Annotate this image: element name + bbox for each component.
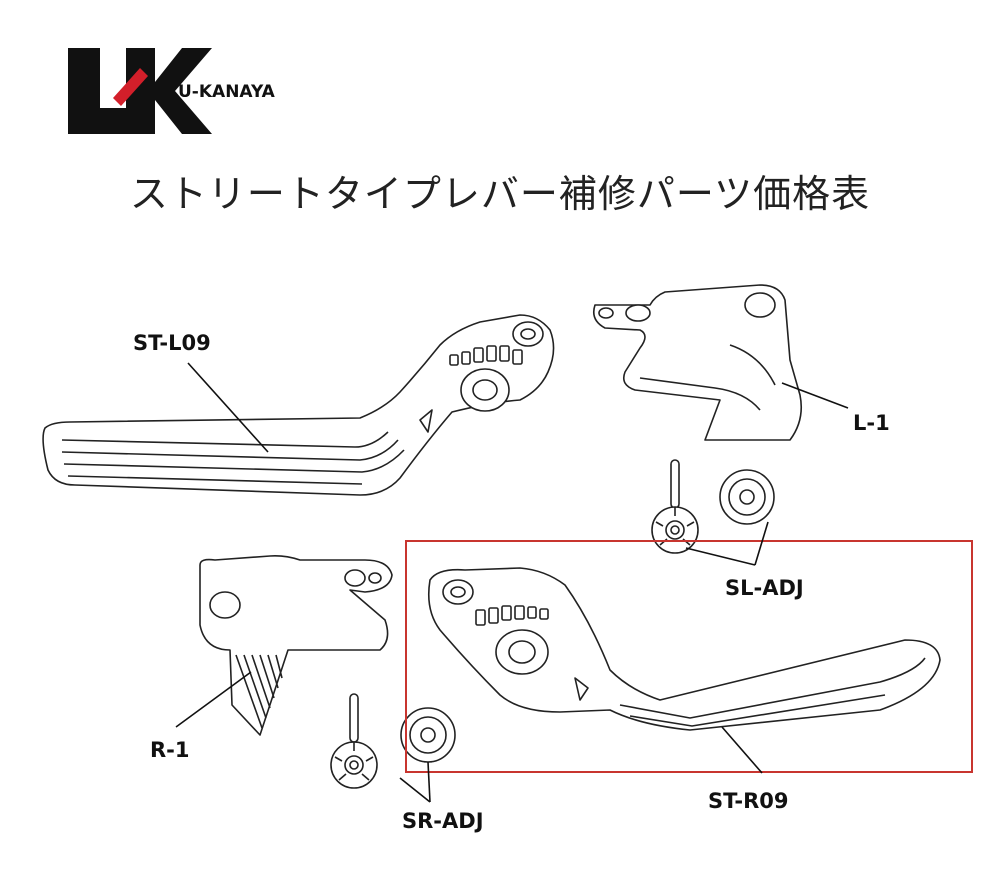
page-title: ストリートタイプレバー補修パーツ価格表 [129, 172, 871, 216]
label-l-1: L-1 [853, 411, 890, 435]
brand-name: U-KANAYA [178, 82, 276, 102]
part-sr-adj-drawing [330, 693, 456, 789]
label-st-r09: ST-R09 [708, 789, 788, 813]
part-st-l09-drawing [42, 314, 555, 496]
part-r-1-drawing [199, 555, 393, 736]
label-r-1: R-1 [150, 738, 190, 762]
label-st-l09: ST-L09 [133, 331, 211, 355]
highlight-box [405, 540, 973, 773]
part-sl-adj-drawing [651, 459, 775, 554]
leader-lines [175, 362, 849, 803]
brand-logo: U-KANAYA [68, 48, 276, 134]
label-sr-adj: SR-ADJ [402, 809, 484, 833]
part-st-r09-drawing [427, 567, 941, 731]
part-l-1-drawing [592, 284, 803, 441]
label-sl-adj: SL-ADJ [725, 576, 804, 600]
